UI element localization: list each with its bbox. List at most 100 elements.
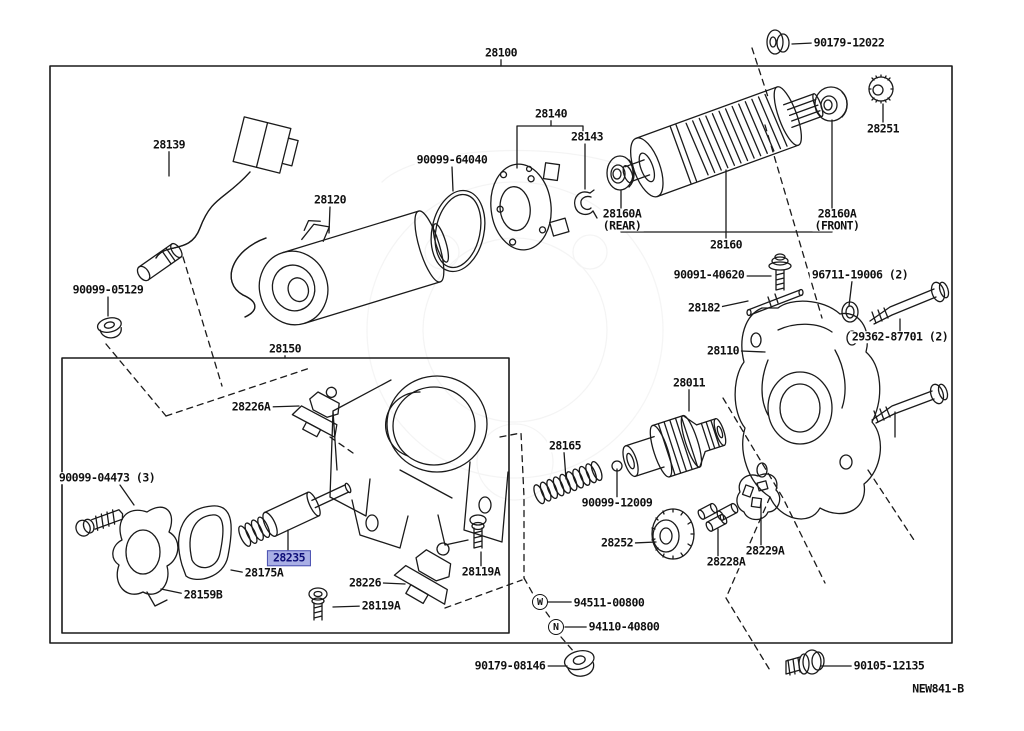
part-number-text: 28119A [461, 564, 501, 579]
clip-28143-drawing [573, 189, 598, 219]
yoke-28150-drawing [329, 375, 509, 549]
armature-drawing [622, 86, 824, 198]
part-number-text: 28182 [687, 300, 721, 315]
part-label-28226A: 28226A [229, 401, 273, 413]
spring-28165-drawing [533, 460, 603, 505]
ball-90099-12009-drawing [611, 460, 623, 472]
part-label-28139: 28139 [150, 137, 188, 152]
gear-28252-drawing [651, 508, 695, 560]
part-number-text: 28120 [313, 192, 347, 207]
washer-marker: W [532, 594, 548, 610]
part-label-90105-12135: 90105-12135 [851, 658, 927, 673]
outer-frame [49, 65, 953, 644]
nut-90179-12022-drawing [766, 29, 790, 55]
part-label-28100: 28100 [482, 45, 520, 60]
part-label-90091-40620: 90091-40620 [671, 267, 747, 282]
part-label-28160A: 28160A(REAR) [600, 206, 644, 232]
part-number-text: 29362-87701 (2) [851, 329, 949, 344]
part-number-text: 28175A [244, 565, 284, 580]
part-number-text: 94110-40800 [588, 619, 660, 634]
nut-marker: N [548, 619, 564, 635]
part-number-text: 28150 [268, 341, 302, 356]
watermark [366, 149, 664, 501]
oring-96711-19006-drawing [841, 301, 859, 323]
leader-lines [107, 42, 901, 667]
part-number-text: 94511-00800 [573, 595, 645, 610]
screw-28119a-2-drawing [308, 587, 328, 621]
part-label-90179-12022: 90179-12022 [811, 35, 887, 50]
part-number-subtext: (FRONT) [814, 218, 860, 232]
part-number-text: 28110 [706, 343, 740, 358]
part-label-28251: 28251 [864, 121, 902, 136]
part-label-28228A: 28228A [704, 554, 748, 569]
washer-marker-letter: W [536, 596, 544, 608]
gasket-28175a-drawing [178, 505, 232, 580]
grommet-90179-08146-drawing [563, 649, 595, 677]
part-number-text: 90099-64040 [416, 152, 488, 167]
part-label-28160: 28160 [707, 237, 745, 252]
nut-marker-letter: N [552, 621, 560, 633]
part-number-text: 90179-08146 [474, 658, 546, 673]
part-label-28165: 28165 [546, 438, 584, 453]
part-label-28140: 28140 [532, 106, 570, 121]
part-number-text: 90105-12135 [853, 658, 925, 673]
part-label-28229A: 28229A [743, 543, 787, 558]
part-label-90099-64040: 90099-64040 [414, 152, 490, 167]
part-number-text: 28252 [600, 535, 634, 550]
part-number-text: 28011 [672, 375, 706, 390]
part-number-text: 28159B [183, 587, 223, 602]
part-label-28159B: 28159B [181, 587, 225, 602]
part-label-28120: 28120 [311, 192, 349, 207]
end-plate-28140-drawing [490, 162, 570, 251]
part-number-text: 90179-12022 [813, 35, 885, 50]
part-number-text: 90099-12009 [581, 495, 653, 510]
part-label-90099-05129: 90099-05129 [70, 282, 146, 297]
part-number-text: 28140 [534, 106, 568, 121]
part-number-text: 28160 [709, 237, 743, 252]
part-label-94511-00800: 94511-00800 [571, 595, 647, 610]
part-number-text: 28226 [348, 575, 382, 590]
part-number-text: 28228A [706, 554, 746, 569]
part-label-28235-highlighted: 28235 [266, 550, 312, 566]
drive-housing-28110-drawing [734, 300, 882, 520]
part-number-text: 90091-40620 [673, 267, 745, 282]
part-label-29362-87701 (2): 29362-87701 (2) [849, 329, 951, 344]
bolt-90091-40620-drawing [768, 253, 792, 291]
solenoid-28120-drawing [230, 210, 450, 326]
part-label-28110: 28110 [704, 343, 742, 358]
part-label-28182: 28182 [685, 300, 723, 315]
part-label-96711-19006 (2): 96711-19006 (2) [809, 269, 911, 281]
part-label-28160A: 28160A(FRONT) [812, 206, 862, 232]
part-number-text: 28160A [817, 206, 857, 221]
part-label-28143: 28143 [568, 131, 606, 143]
part-number-text: 28160A [602, 206, 642, 221]
part-number-text: 28100 [484, 45, 518, 60]
part-label-90099-12009: 90099-12009 [579, 495, 655, 510]
cover-28159b-drawing [112, 506, 179, 607]
bolt-29362-87701-drawing [869, 281, 950, 325]
part-label-90179-08146: 90179-08146 [472, 658, 548, 673]
part-label-28150: 28150 [266, 341, 304, 356]
part-label-28252: 28252 [598, 535, 636, 550]
bolt-28171-87702-drawing [871, 383, 949, 424]
part-number-text: 28139 [152, 137, 186, 152]
part-number-text: 90099-05129 [72, 282, 144, 297]
part-number-text: 28235 [272, 550, 306, 565]
switch-28226-drawing [393, 542, 452, 605]
part-label-94110-40800: 94110-40800 [586, 619, 662, 634]
bearing-front-drawing [814, 86, 848, 122]
part-number-text: 28229A [745, 543, 785, 558]
bolt-90105-12135-drawing [785, 649, 825, 676]
gear-28251-drawing [868, 74, 894, 104]
part-label-28011: 28011 [670, 375, 708, 390]
inner-detail-box [61, 357, 510, 634]
part-label-28175A: 28175A [242, 565, 286, 580]
part-label-28119A: 28119A [359, 600, 403, 612]
clutch-28011-drawing [622, 414, 727, 478]
part-number-text: 28251 [866, 121, 900, 136]
pin-28182-drawing [746, 288, 804, 317]
part-number-text: 28165 [548, 438, 582, 453]
rollers-28228a-drawing [697, 502, 739, 532]
